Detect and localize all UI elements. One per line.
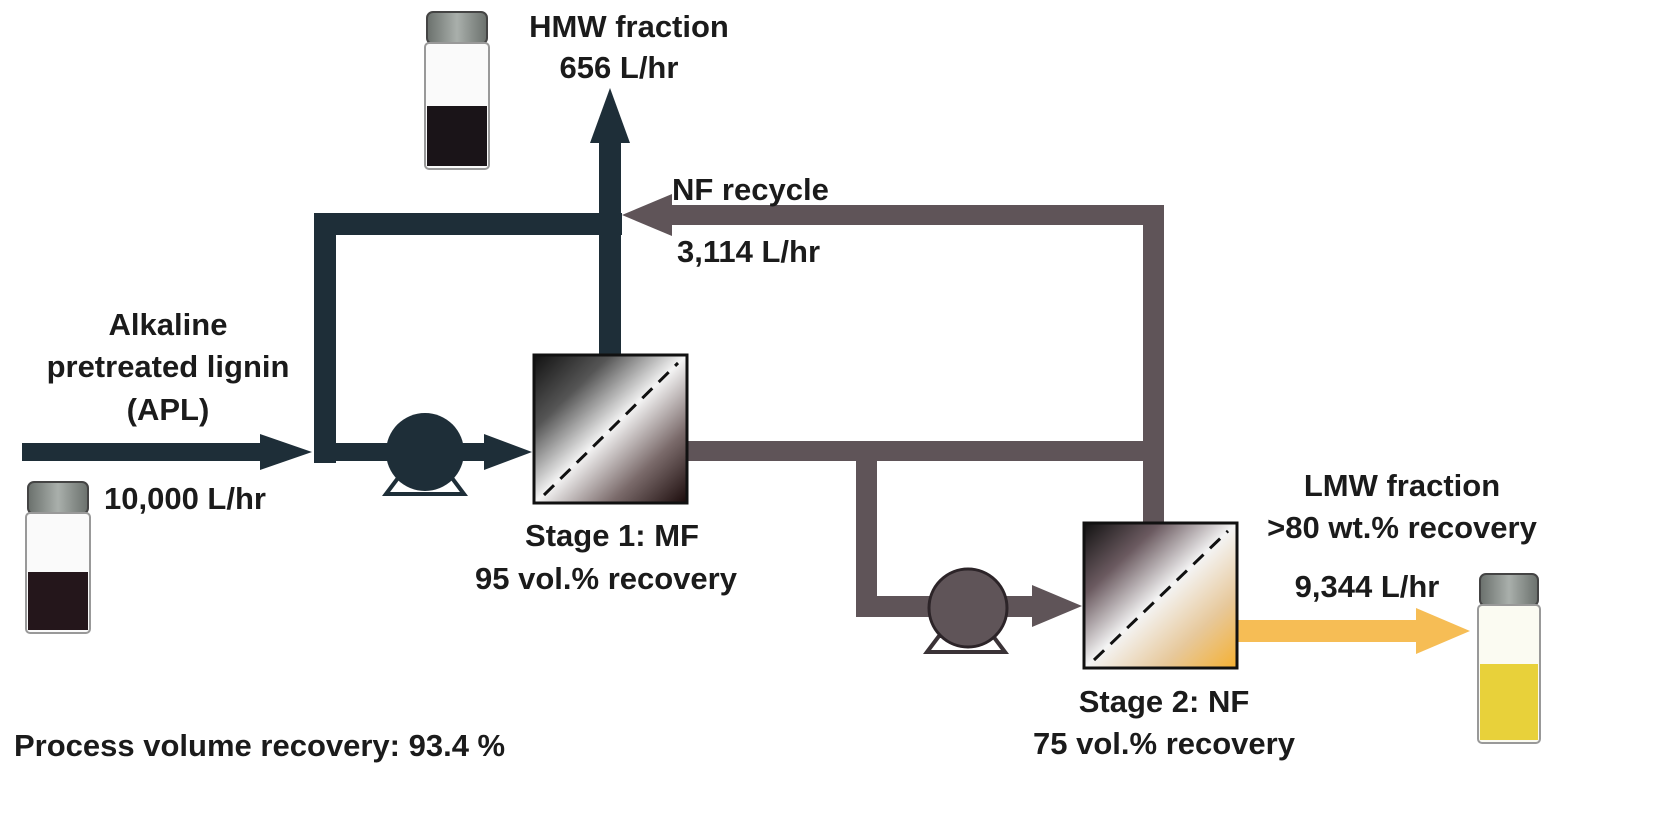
stage2-pump-icon bbox=[923, 567, 1009, 654]
lmw-stream bbox=[1236, 608, 1470, 654]
feed-label-line1: Alkaline bbox=[109, 307, 228, 342]
feed-label-line2: pretreated lignin bbox=[47, 349, 290, 384]
stage1-recovery: 95 vol.% recovery bbox=[475, 561, 738, 596]
stage2-title: Stage 2: NF bbox=[1079, 684, 1250, 719]
nf-recycle-arrow-head bbox=[622, 194, 672, 236]
stage1-pump-icon bbox=[382, 413, 468, 496]
lmw-vial-image bbox=[1477, 573, 1541, 744]
feed-vial-image bbox=[25, 481, 91, 634]
lmw-recovery-label: >80 wt.% recovery bbox=[1267, 510, 1537, 545]
lmw-arrow-head bbox=[1416, 608, 1470, 654]
stage1-mf-membrane-icon bbox=[532, 353, 689, 505]
feed-label-line3: (APL) bbox=[127, 392, 210, 427]
stage2-piping bbox=[622, 194, 1164, 627]
feed-arrow-head bbox=[260, 434, 312, 470]
hmw-fraction-title: HMW fraction bbox=[529, 9, 729, 44]
nf-recycle-title: NF recycle bbox=[672, 172, 829, 207]
nf-recycle-flow-label: 3,114 L/hr bbox=[677, 234, 820, 269]
process-volume-recovery: Process volume recovery: 93.4 % bbox=[14, 728, 505, 763]
stage1-piping bbox=[22, 88, 630, 470]
hmw-vial-image bbox=[424, 11, 490, 170]
lmw-flow-label: 9,344 L/hr bbox=[1295, 569, 1440, 604]
hmw-flow-label: 656 L/hr bbox=[560, 50, 679, 85]
stage2-nf-membrane-icon bbox=[1082, 521, 1239, 670]
stage2-recovery: 75 vol.% recovery bbox=[1033, 726, 1296, 761]
feed-flow-label: 10,000 L/hr bbox=[104, 481, 266, 516]
lmw-fraction-title: LMW fraction bbox=[1304, 468, 1500, 503]
stage1-title: Stage 1: MF bbox=[525, 518, 699, 553]
hmw-arrow-head bbox=[590, 88, 630, 143]
